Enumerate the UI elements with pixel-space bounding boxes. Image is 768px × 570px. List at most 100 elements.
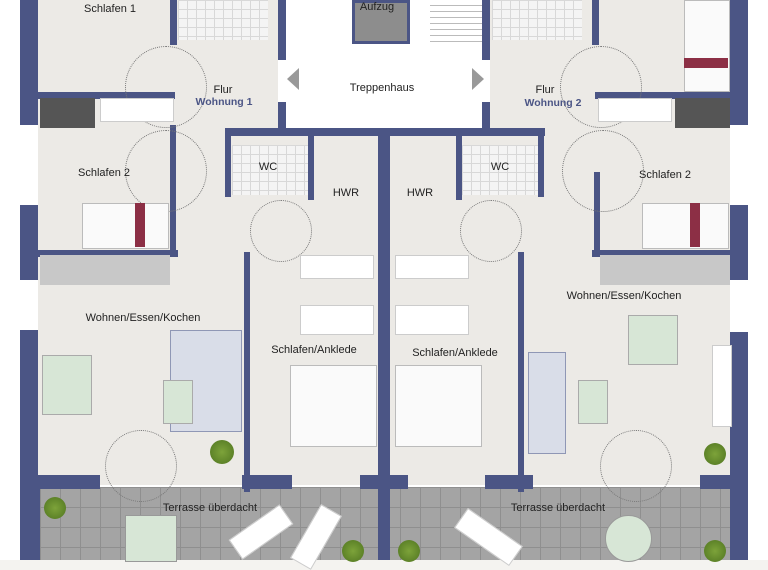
wall [170,172,176,252]
door-swing [125,46,207,128]
blanket [684,58,728,68]
double-bed [395,365,482,447]
terrace-table [605,515,652,562]
door-swing [600,430,672,502]
sofa [528,352,566,454]
wall [594,172,600,252]
room-label-wc: WC [258,161,278,173]
coffee-table [163,380,193,424]
wall [225,132,231,197]
wall [378,136,390,496]
plant [398,540,420,562]
room-label-flur: Flur [213,84,233,96]
plant [342,540,364,562]
room-label-terrasse: Terrasse überdacht [162,502,258,514]
wall [538,132,544,197]
wall [308,136,314,200]
wall [278,102,286,132]
wardrobe [100,98,174,122]
apartment-label-wohnung-1: Wohnung 1 [195,96,253,108]
wall [485,475,533,489]
desk [675,98,730,128]
wall [20,485,40,560]
plant [704,443,726,465]
door-swing [562,130,644,212]
room-label-treppenhaus: Treppenhaus [349,82,415,94]
elevator [352,0,410,44]
wall [482,102,490,132]
wall [242,475,292,489]
wall [592,250,747,257]
wall [20,0,38,125]
wall [20,475,100,489]
room-label-wc: WC [490,161,510,173]
wall [170,0,177,45]
coffee-table [578,380,608,424]
wall [595,92,745,99]
room-label-schlafen-anklede: Schlafen/Anklede [412,347,498,359]
bathroom-right [492,0,582,40]
room-label-schlafen-1: Schlafen 1 [84,3,136,15]
triangle-left-icon [287,68,299,90]
room-label-flur: Flur [535,84,555,96]
wall [378,495,390,560]
bed [642,203,729,249]
kitchen-counter [600,255,730,285]
plant [210,440,234,464]
door-swing [460,200,522,262]
wall [730,205,748,280]
wall [730,485,748,560]
apartment-label-wohnung-2: Wohnung 2 [524,97,582,109]
wall [20,330,38,490]
bathroom-left [178,0,268,40]
plant [44,497,66,519]
wardrobe [395,305,469,335]
room-label-hwr: HWR [332,187,360,199]
room-label-aufzug: Aufzug [359,1,395,13]
room-label-schlafen-2: Schlafen 2 [78,167,130,179]
dining-table [42,355,92,415]
wall [482,0,490,60]
door-swing [560,46,642,128]
wall [278,0,286,60]
blanket [690,203,700,247]
blanket [135,203,145,247]
door-swing [105,430,177,502]
wall [360,475,408,489]
kitchen-counter [40,255,170,285]
door-swing [250,200,312,262]
wall [20,92,175,99]
terrace-table [125,515,177,562]
triangle-right-icon [472,68,484,90]
kitchen-unit [712,345,732,427]
door-swing [125,130,207,212]
room-label-schlafen-2: Schlafen 2 [639,169,691,181]
wc-left-tiles [232,145,308,195]
wall [456,136,462,200]
bed [82,203,169,249]
wardrobe [300,305,374,335]
wall [244,252,250,492]
wc-right-tiles [462,145,538,195]
wall [20,205,38,280]
wall [730,0,748,125]
wall [730,332,748,492]
wall [20,250,178,257]
wardrobe [300,255,374,279]
room-label-wohnen-essen-kochen: Wohnen/Essen/Kochen [85,312,201,324]
double-bed [290,365,377,447]
wardrobe [598,98,672,122]
room-label-wohnen-essen-kochen: Wohnen/Essen/Kochen [566,290,682,302]
room-label-terrasse: Terrasse überdacht [510,502,606,514]
dining-table [628,315,678,365]
bed [684,0,730,92]
stairs [430,0,482,42]
room-label-schlafen-anklede: Schlafen/Anklede [271,344,357,356]
wall [225,128,545,136]
room-label-hwr: HWR [406,187,434,199]
wall [592,0,599,45]
wall [518,252,524,492]
wardrobe [395,255,469,279]
desk [40,98,95,128]
